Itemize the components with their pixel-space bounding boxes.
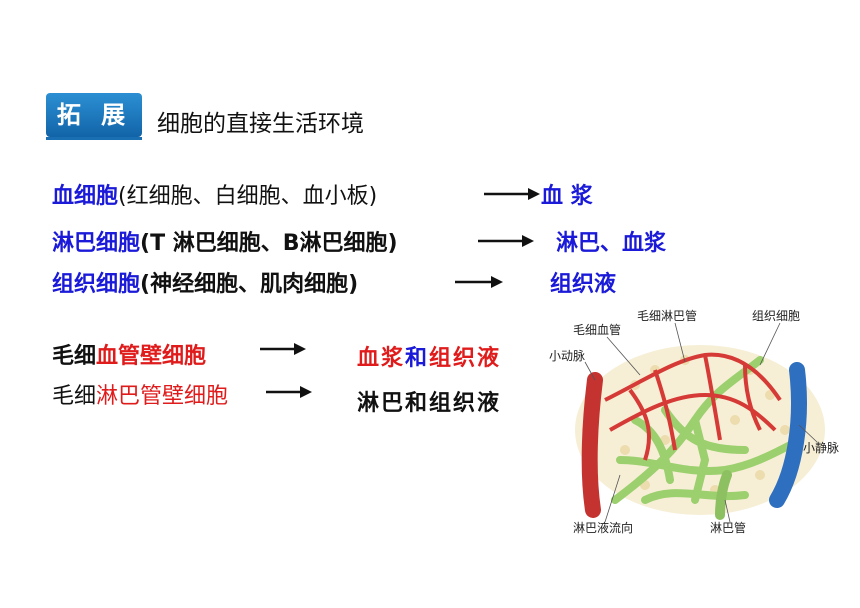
venule-vessel bbox=[769, 362, 807, 508]
label-capillary: 毛细血管 bbox=[573, 322, 621, 337]
arrow-icon bbox=[260, 343, 306, 355]
cell-name: 淋巴细胞 bbox=[52, 231, 141, 256]
line-lymphocyte: 淋巴细胞(T 淋巴细胞、B淋巴细胞) bbox=[52, 225, 398, 257]
cell-detail: (T 淋巴细胞、B淋巴细胞) bbox=[140, 231, 398, 256]
leader-lines bbox=[584, 322, 818, 523]
line-lymph-wall: 毛细淋巴管壁细胞 bbox=[52, 378, 228, 410]
capillary-network bbox=[604, 352, 782, 461]
badge-underline bbox=[46, 137, 142, 140]
env-tissue-fluid: 组织液 bbox=[550, 272, 617, 297]
label-tissue-cell: 组织细胞 bbox=[752, 309, 800, 323]
prefix: 毛细 bbox=[52, 384, 97, 409]
prefix: 毛细 bbox=[52, 344, 97, 369]
lymph-capillary-network bbox=[611, 356, 804, 504]
label-lymph-flow: 淋巴液流向 bbox=[573, 520, 633, 535]
env-b: 组织液 bbox=[429, 346, 502, 371]
cell-detail: (红细胞、白细胞、血小板) bbox=[118, 184, 378, 209]
arrow-icon bbox=[478, 235, 534, 247]
arteriole-vessel bbox=[581, 372, 603, 518]
arrow-icon bbox=[266, 386, 312, 398]
cell-name: 组织细胞 bbox=[52, 272, 141, 297]
env-a: 血浆 bbox=[357, 346, 406, 371]
env-and: 和 bbox=[405, 346, 430, 371]
cell-name: 血管壁细胞 bbox=[96, 344, 207, 369]
env-lymph-tissue: 淋巴和组织液 bbox=[357, 391, 502, 416]
page-title: 细胞的直接生活环境 bbox=[157, 111, 364, 137]
line-blood-cell: 血细胞(红细胞、白细胞、血小板) bbox=[52, 178, 377, 210]
cell-name: 淋巴管壁细胞 bbox=[96, 384, 229, 409]
line-tissue-cell: 组织细胞(神经细胞、肌肉细胞) bbox=[52, 266, 358, 298]
label-lymph-capillary: 毛细淋巴管 bbox=[637, 308, 697, 323]
label-lymph-vessel: 淋巴管 bbox=[710, 520, 746, 535]
lymph-vessel bbox=[715, 470, 732, 520]
env-plasma: 血 浆 bbox=[541, 184, 593, 209]
label-venule: 小静脉 bbox=[803, 440, 839, 455]
env-lymph-plasma: 淋巴、血浆 bbox=[556, 231, 667, 256]
line-capillary-wall: 毛细血管壁细胞 bbox=[52, 338, 206, 370]
env-plasma-tissue: 血浆和组织液 bbox=[357, 340, 501, 372]
arrow-icon bbox=[455, 276, 503, 288]
cell-name: 血细胞 bbox=[52, 184, 119, 209]
cell-detail: (神经细胞、肌肉细胞) bbox=[140, 272, 359, 297]
arrow-icon bbox=[484, 188, 540, 200]
tissue-illustration: 毛细血管 毛细淋巴管 组织细胞 小动脉 小静脉 淋巴液流向 淋巴管 bbox=[549, 308, 839, 535]
label-arteriole: 小动脉 bbox=[549, 348, 585, 363]
section-badge: 拓 展 bbox=[46, 93, 142, 137]
